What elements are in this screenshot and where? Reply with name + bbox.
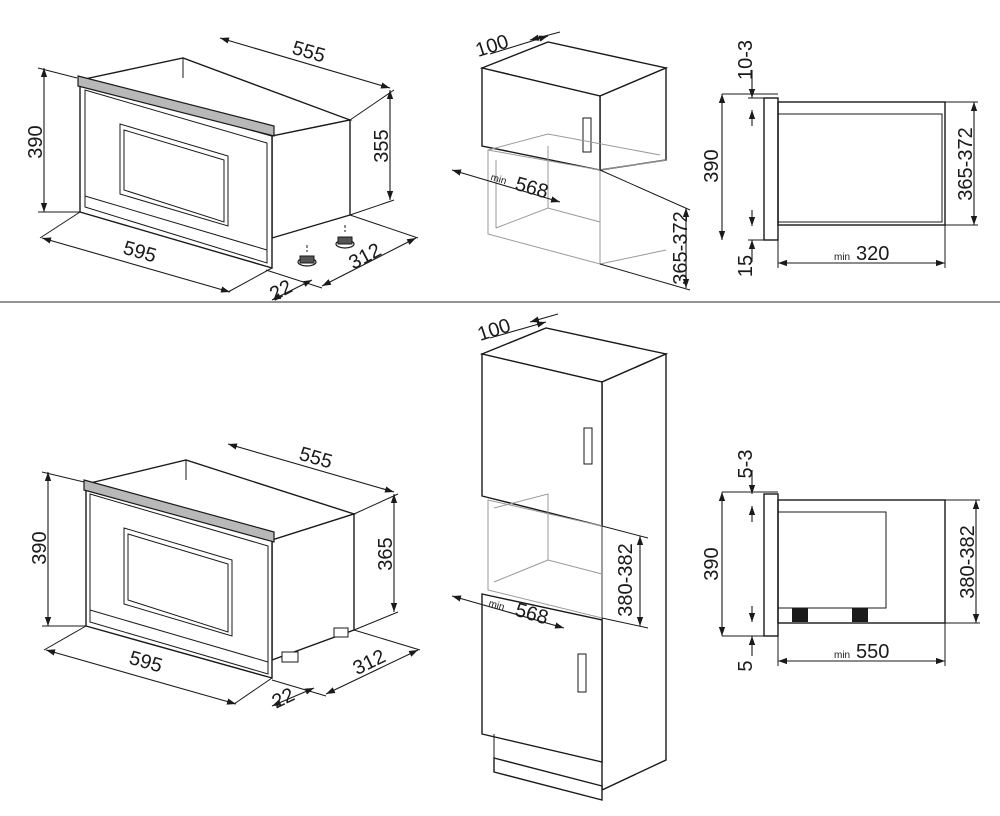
bottom-cabinet-label-gap: 100 xyxy=(475,315,514,346)
bottom-oven-ext xyxy=(353,629,421,651)
bottom-side-label-topgap: 5-3 xyxy=(735,450,757,479)
top-oven-side-face xyxy=(271,119,351,239)
top-cabinet-niche-side2 xyxy=(599,249,667,265)
top-oven-door-line xyxy=(84,195,268,251)
top-oven-label-body-height: 355 xyxy=(371,129,393,162)
bottom-oven-ext xyxy=(233,677,273,705)
top-side-label-botgap: 15 xyxy=(735,255,757,277)
top-cabinet-upper-handle xyxy=(582,117,592,153)
bottom-side-label-niche: 380-382 xyxy=(957,525,979,598)
top-side-oven xyxy=(777,113,943,223)
top-cabinet-dim-depth xyxy=(451,169,561,203)
top-cabinet-label-gap: 100 xyxy=(473,31,512,62)
top-oven-ext xyxy=(227,267,273,293)
top-cabinet-ext xyxy=(599,263,691,291)
top-oven-dim-width xyxy=(41,237,231,293)
bottom-side-niche xyxy=(777,499,946,624)
bottom-oven-label-depth: 555 xyxy=(297,443,335,473)
top-cabinet-label-height: 365-372 xyxy=(670,211,692,284)
bottom-cabinet-dim-gap2 xyxy=(529,313,559,323)
top-oven-dim-depth xyxy=(219,37,391,89)
bottom-side-label-botgap: 5 xyxy=(735,660,757,671)
top-oven-label-depth: 555 xyxy=(290,37,328,67)
bottom-oven-side-face xyxy=(271,513,355,662)
top-oven-door-inner xyxy=(84,89,268,264)
bottom-oven-handle xyxy=(83,479,275,543)
bottom-side-foot-2 xyxy=(852,608,868,622)
top-side-label-depth: 320 xyxy=(856,243,889,265)
top-oven-ext xyxy=(349,214,419,239)
bottom-oven-dim-depth xyxy=(227,443,395,493)
top-oven-window xyxy=(119,123,229,227)
bottom-cabinet-dim-gap xyxy=(489,321,547,339)
bottom-oven-ext xyxy=(353,493,399,515)
bottom-cabinet-dim-depth xyxy=(451,595,565,629)
top-oven-dim-door xyxy=(271,279,313,301)
top-side-front-panel xyxy=(763,97,779,241)
bottom-oven-foot-2 xyxy=(333,627,349,638)
top-side-section: 10-3 390 15 365-372 min 320 xyxy=(701,40,978,277)
top-oven-label-door: 22 xyxy=(266,276,296,306)
top-side-niche xyxy=(777,101,946,226)
bottom-oven-label-door: 22 xyxy=(269,684,299,714)
top-oven-iso: 390 595 555 355 312 22 xyxy=(25,37,419,306)
top-oven-ext xyxy=(265,269,323,289)
bottom-oven-dim-body-depth xyxy=(325,649,419,695)
top-cabinet-niche-side xyxy=(599,159,667,171)
bottom-side-oven xyxy=(777,511,887,609)
top-cabinet-niche xyxy=(487,149,601,265)
bottom-oven-ext xyxy=(43,625,87,651)
bottom-side-foot-1 xyxy=(792,608,808,622)
top-oven-label-width: 595 xyxy=(121,237,159,267)
bottom-side-section: 5-3 390 5 380-382 min 550 xyxy=(701,450,980,672)
bottom-oven-label-body-depth: 312 xyxy=(350,645,390,679)
top-cabinet-niche-back xyxy=(487,133,661,156)
bottom-cabinet-niche-floor xyxy=(547,559,603,575)
top-cabinet-dim-gap2 xyxy=(529,31,561,41)
top-oven-foot-2 xyxy=(335,225,355,249)
bottom-oven-ext xyxy=(353,611,399,631)
bottom-cabinet-ext xyxy=(601,617,649,629)
top-cabinet-label-depth: 568 xyxy=(513,173,551,203)
bottom-oven-dim-width xyxy=(45,649,237,705)
top-oven-handle xyxy=(77,75,275,137)
top-oven-dim-body-depth xyxy=(321,237,417,287)
bottom-oven-window-inner xyxy=(127,533,229,633)
top-oven-label-height: 390 xyxy=(25,125,47,158)
bottom-cabinet-upper-handle xyxy=(583,427,593,465)
bottom-cabinet-iso: 100 min 568 380-382 xyxy=(451,313,669,801)
bottom-side-label-depth: 550 xyxy=(856,641,889,663)
top-oven-ext xyxy=(349,199,395,216)
bottom-cabinet-lower-handle xyxy=(577,653,587,693)
top-oven-ext xyxy=(39,211,81,239)
bottom-cabinet-niche-back xyxy=(493,493,549,583)
bottom-oven-dim-door xyxy=(271,687,315,707)
bottom-cabinet-label-height: 380-382 xyxy=(615,543,637,616)
top-side-label-height: 390 xyxy=(701,149,723,182)
bottom-side-label-height: 390 xyxy=(701,547,723,580)
top-cabinet-ext xyxy=(599,169,691,211)
bottom-oven-label-body-height: 365 xyxy=(375,537,397,570)
bottom-cabinet-plinth xyxy=(493,757,603,801)
top-oven-ext xyxy=(349,89,395,121)
bottom-oven-door-inner xyxy=(89,493,269,675)
bottom-oven-label-height: 390 xyxy=(29,531,51,564)
bottom-oven-window xyxy=(123,527,233,637)
top-cabinet-iso: 100 min 568 365-372 xyxy=(451,31,692,291)
top-cabinet-label-min: min xyxy=(489,172,508,187)
bottom-side-front-panel xyxy=(763,493,779,637)
top-oven-window-inner xyxy=(123,129,225,223)
bottom-side-label-min: min xyxy=(834,650,850,661)
bottom-oven-foot-1 xyxy=(281,651,299,663)
bottom-oven-label-width: 595 xyxy=(127,647,165,677)
top-side-label-min: min xyxy=(834,252,850,263)
bottom-oven-iso: 390 595 555 365 312 22 xyxy=(29,443,421,714)
top-side-label-topgap: 10-3 xyxy=(735,40,757,80)
bottom-cabinet-label-min: min xyxy=(487,598,506,613)
top-side-label-niche: 365-372 xyxy=(955,127,977,200)
bottom-oven-door-line xyxy=(89,609,269,663)
top-cabinet-niche-floor xyxy=(495,207,601,229)
top-oven-foot-1 xyxy=(297,245,317,267)
